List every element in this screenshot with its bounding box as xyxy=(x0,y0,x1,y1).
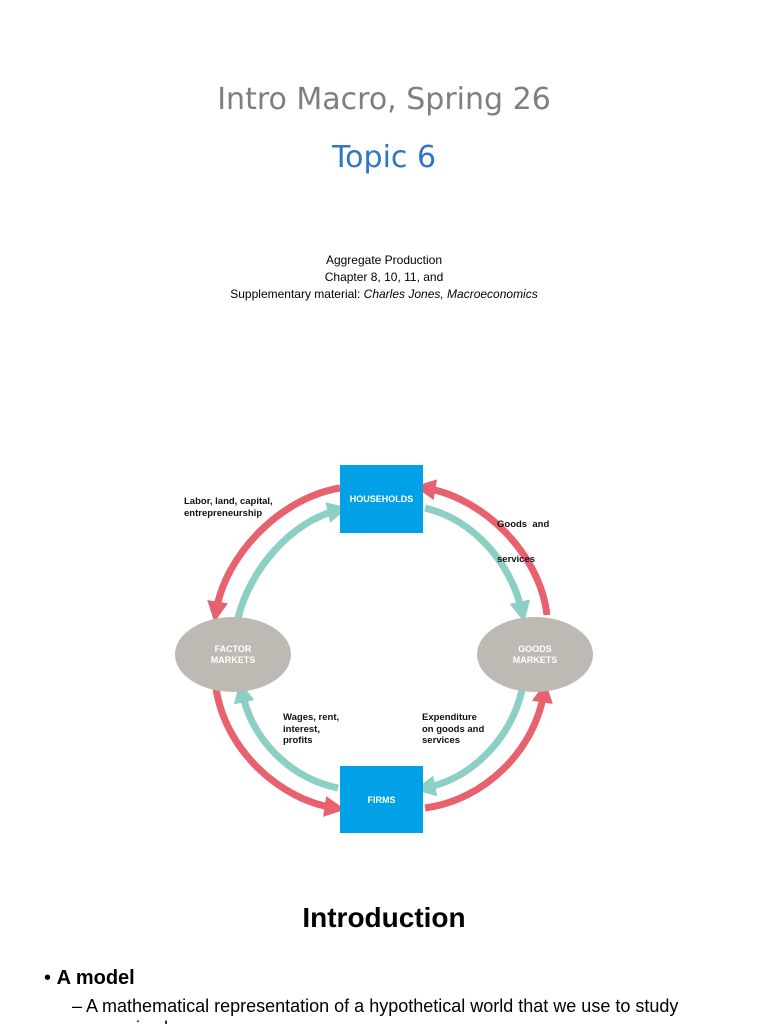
red-flow-bottom-left xyxy=(212,687,346,817)
info-line-1: Aggregate Production xyxy=(325,253,443,267)
slide-title: Intro Macro, Spring 26 xyxy=(217,82,551,117)
red-flow-top-right xyxy=(414,479,551,616)
info-line-2: Chapter 8, 10, 11, and xyxy=(324,270,444,284)
factor-markets-oval: FACTOR MARKETS xyxy=(175,617,291,692)
teal-flow-top-right xyxy=(424,504,531,623)
teal-flow-bottom-left xyxy=(233,681,339,792)
info-line-3: Supplementary material: Charles Jones, M… xyxy=(0,286,768,303)
goods-markets-line1: GOODS xyxy=(518,643,552,654)
bullet-marker: • xyxy=(44,967,52,989)
label-factor-payments-line1: Wages, rent, xyxy=(283,712,340,723)
flow-arrows xyxy=(207,479,553,817)
red-flow-top-left xyxy=(207,484,341,623)
label-goods-services: Goods and services xyxy=(497,496,549,588)
slide-subtitle: Topic 6 xyxy=(331,140,437,175)
bullet-item-model: • A model xyxy=(44,967,135,990)
label-factor-payments-line2: interest, xyxy=(283,723,320,735)
teal-flow-bottom-right xyxy=(414,689,526,797)
circular-flow-diagram: HOUSEHOLDS FIRMS FACTOR MARKETS GOODS MA… xyxy=(170,460,600,840)
label-goods-services-line2: services xyxy=(497,553,536,565)
label-factor-inputs-line1: Labor, land, capital, xyxy=(184,496,273,507)
teal-flow-top-left xyxy=(234,502,349,619)
introduction-title: Introduction xyxy=(302,902,466,933)
bullet-text: A model xyxy=(56,967,135,989)
label-expenditure: Expenditure on goods and services xyxy=(422,712,484,747)
slide-info: Aggregate Production Chapter 8, 10, 11, … xyxy=(0,252,768,303)
supplementary-label: Supplementary material: xyxy=(230,287,361,301)
label-expenditure-line2: on goods and xyxy=(422,723,485,735)
label-factor-inputs-line2: entrepreneurship xyxy=(184,507,263,519)
label-factor-inputs: Labor, land, capital, entrepreneurship xyxy=(184,496,273,519)
introduction-slide: Introduction • A model – A mathematical … xyxy=(0,880,768,1024)
title-slide: Intro Macro, Spring 26 Topic 6 Aggregate… xyxy=(0,82,768,840)
label-factor-payments: Wages, rent, interest, profits xyxy=(283,712,339,747)
sub-bullet-item: – A mathematical representation of a hyp… xyxy=(72,995,722,1024)
label-expenditure-line1: Expenditure xyxy=(422,712,477,723)
factor-markets-line2: MARKETS xyxy=(210,654,256,665)
label-goods-services-line1: Goods and xyxy=(497,519,550,530)
supplementary-value: Charles Jones, Macroeconomics xyxy=(363,287,538,301)
goods-markets-oval: GOODS MARKETS xyxy=(477,617,593,692)
households-box: HOUSEHOLDS xyxy=(340,465,423,533)
sub-bullet-marker: – xyxy=(72,996,83,1016)
red-flow-bottom-right xyxy=(424,681,553,812)
goods-markets-line2: MARKETS xyxy=(512,654,558,665)
firms-box: FIRMS xyxy=(340,766,423,833)
sub-bullet-text: A mathematical representation of a hypot… xyxy=(72,996,679,1024)
label-expenditure-line3: services xyxy=(422,735,461,746)
label-factor-payments-line3: profits xyxy=(283,735,313,746)
factor-markets-line1: FACTOR xyxy=(214,643,252,654)
